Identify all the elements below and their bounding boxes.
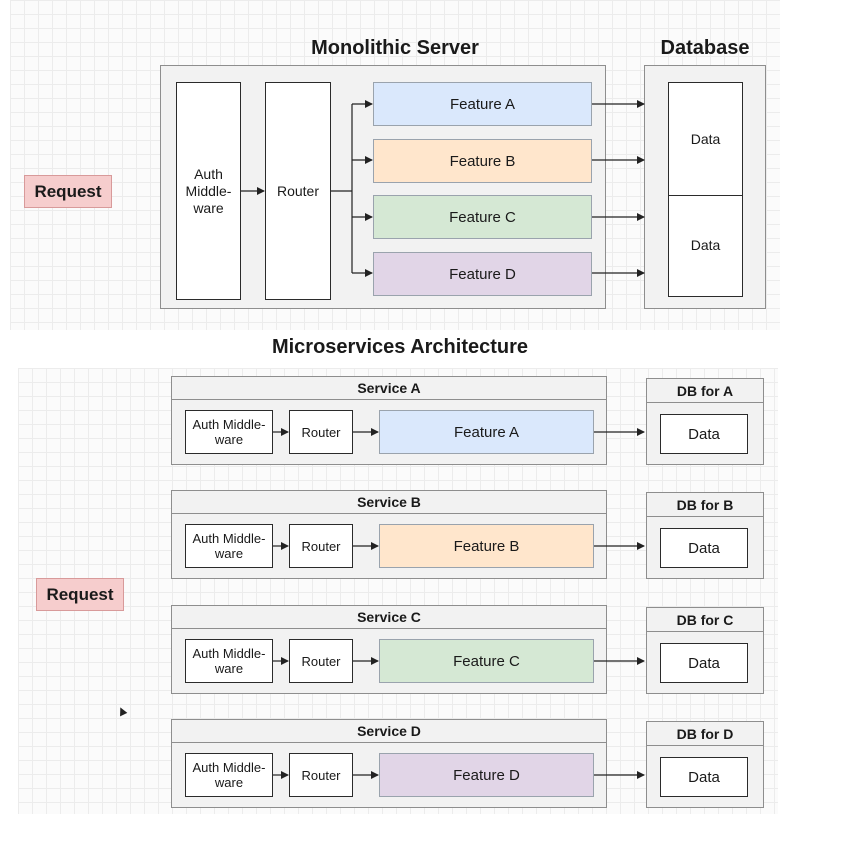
monolith-feature-a[interactable]: Feature A — [373, 82, 592, 126]
service-a-auth[interactable]: Auth Middle- ware — [185, 410, 273, 454]
monolith-router-label: Router — [276, 182, 320, 199]
monolith-data-1-label: Data — [690, 131, 721, 147]
db-d-data[interactable]: Data — [660, 757, 748, 797]
service-c-router[interactable]: Router — [289, 639, 353, 683]
db-d-header[interactable]: DB for D — [646, 721, 764, 746]
monolith-feature-d[interactable]: Feature D — [373, 252, 592, 296]
service-d-feature[interactable]: Feature D — [379, 753, 594, 797]
monolith-data-1[interactable]: Data — [668, 82, 743, 196]
service-d-auth[interactable]: Auth Middle- ware — [185, 753, 273, 797]
db-c-data[interactable]: Data — [660, 643, 748, 683]
monolith-data-2-label: Data — [690, 237, 721, 253]
monolith-auth-middleware[interactable]: Auth Middle- ware — [176, 82, 241, 300]
monolith-feature-c[interactable]: Feature C — [373, 195, 592, 239]
service-c-auth[interactable]: Auth Middle- ware — [185, 639, 273, 683]
micro-request-node[interactable]: Request — [36, 578, 124, 611]
service-a-feature[interactable]: Feature A — [379, 410, 594, 454]
monolith-title: Monolithic Server — [311, 37, 479, 59]
monolith-request-node[interactable]: Request — [24, 175, 112, 208]
service-b-feature[interactable]: Feature B — [379, 524, 594, 568]
db-b-data[interactable]: Data — [660, 528, 748, 568]
service-d-header[interactable]: Service D — [171, 719, 607, 743]
router-fanout — [331, 104, 353, 273]
micro-title: Microservices Architecture — [271, 336, 529, 358]
service-b-auth[interactable]: Auth Middle- ware — [185, 524, 273, 568]
monolith-data-2[interactable]: Data — [668, 195, 743, 297]
monolith-auth-label: Auth Middle- ware — [185, 165, 232, 216]
monolith-router[interactable]: Router — [265, 82, 331, 300]
db-a-header[interactable]: DB for A — [646, 378, 764, 403]
service-c-feature[interactable]: Feature C — [379, 639, 594, 683]
db-a-data[interactable]: Data — [660, 414, 748, 454]
monolith-feature-b[interactable]: Feature B — [373, 139, 592, 183]
service-a-header[interactable]: Service A — [171, 376, 607, 400]
service-a-router[interactable]: Router — [289, 410, 353, 454]
database-title: Database — [660, 37, 750, 59]
service-d-router[interactable]: Router — [289, 753, 353, 797]
service-b-router[interactable]: Router — [289, 524, 353, 568]
